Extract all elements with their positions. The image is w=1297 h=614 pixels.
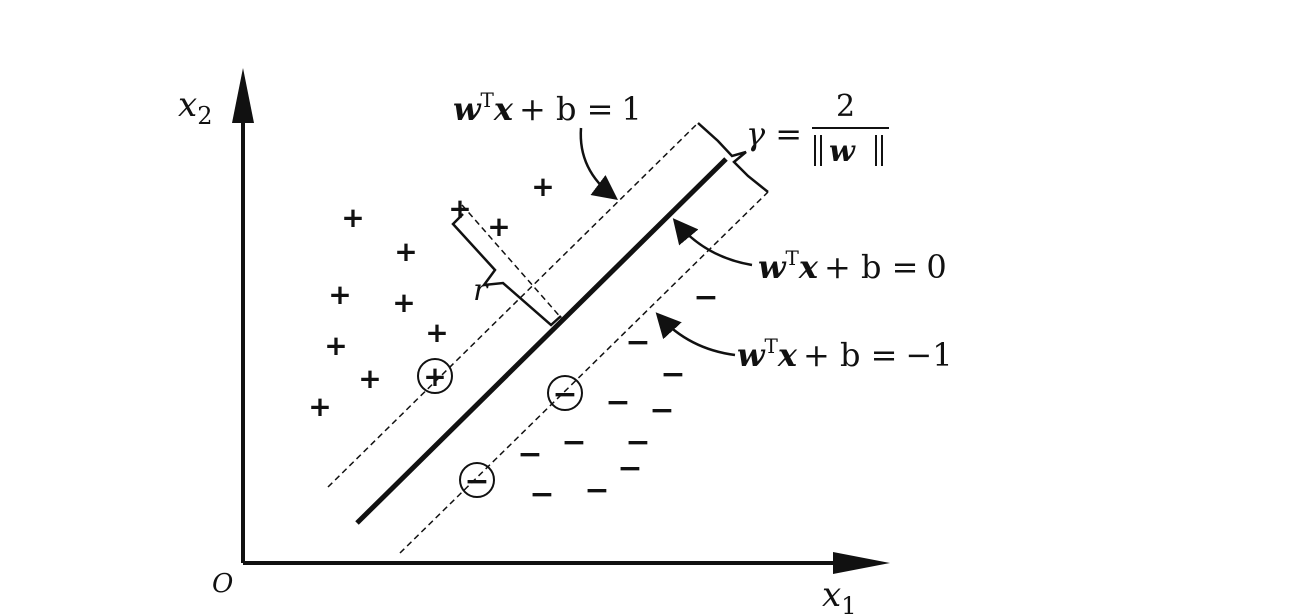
distance-label: r xyxy=(473,273,489,308)
positive-support-vector: + xyxy=(417,358,453,394)
support-vector-circle xyxy=(417,358,453,394)
negative-sample: − xyxy=(660,357,685,392)
positive-sample: + xyxy=(448,192,471,225)
negative-sample: − xyxy=(529,477,554,512)
center-equation-arrow xyxy=(672,218,753,267)
y-axis-label: x2 xyxy=(178,85,212,130)
support-vector-circle xyxy=(547,375,583,411)
y-axis-subscript: 2 xyxy=(197,102,212,130)
support-vector-circle xyxy=(459,462,495,498)
positive-sample: + xyxy=(487,210,510,243)
x-axis-label: x1 xyxy=(822,575,856,614)
negative-sample: − xyxy=(649,393,674,428)
negative-sample: − xyxy=(561,425,586,460)
positive-sample: + xyxy=(341,201,364,234)
axes xyxy=(232,68,890,574)
negative-sample: − xyxy=(693,280,718,315)
x-axis-subscript: 1 xyxy=(841,592,856,614)
positive-sample: + xyxy=(358,362,381,395)
hyperplanes xyxy=(327,122,769,554)
positive-sample: + xyxy=(394,235,417,268)
gamma-numerator: 2 xyxy=(836,89,855,124)
origin-label: O xyxy=(212,569,233,599)
upper-margin-equation: wTx+ b =1 xyxy=(453,88,642,128)
lower-margin-line xyxy=(399,191,769,554)
negative-sample: − xyxy=(625,325,650,360)
gamma-label: γ = xyxy=(746,115,802,153)
distance-brace xyxy=(451,213,562,327)
negative-samples: − − − − − − − − − − − xyxy=(517,280,718,512)
lower-margin-equation: wTx+ b =−1 xyxy=(737,334,953,374)
upper-equation-arrow xyxy=(579,127,618,201)
distance-dashed-line xyxy=(461,204,564,321)
positive-sample: + xyxy=(531,170,554,203)
x-axis-arrowhead xyxy=(833,552,890,574)
margin-bracket xyxy=(697,122,769,193)
y-axis-arrowhead xyxy=(232,68,254,123)
support-vector-symbol: − xyxy=(552,377,577,412)
pointer-arrows xyxy=(579,127,753,357)
negative-support-vector: − xyxy=(459,462,495,499)
positive-samples: + + + + + + + + + + + xyxy=(308,170,554,423)
negative-sample: − xyxy=(625,425,650,460)
distance-bracket xyxy=(451,204,564,327)
lower-equation-arrow xyxy=(655,312,736,357)
negative-sample: − xyxy=(617,451,642,486)
negative-sample: − xyxy=(584,473,609,508)
positive-sample: + xyxy=(392,286,415,319)
margin-formula: γ = 2 w xyxy=(746,89,889,169)
decision-boundary-line xyxy=(355,157,728,525)
positive-sample: + xyxy=(425,316,448,349)
positive-sample: + xyxy=(328,278,351,311)
positive-sample: + xyxy=(308,390,331,423)
support-vector-symbol: + xyxy=(423,360,446,393)
support-vector-symbol: − xyxy=(464,464,489,499)
negative-sample: − xyxy=(517,437,542,472)
decision-boundary-equation: wTx+ b =0 xyxy=(758,246,947,286)
negative-sample: − xyxy=(605,385,630,420)
positive-sample: + xyxy=(324,329,347,362)
negative-support-vector: − xyxy=(547,375,583,412)
upper-margin-line xyxy=(327,122,699,488)
gamma-denominator-w: w xyxy=(829,134,856,169)
